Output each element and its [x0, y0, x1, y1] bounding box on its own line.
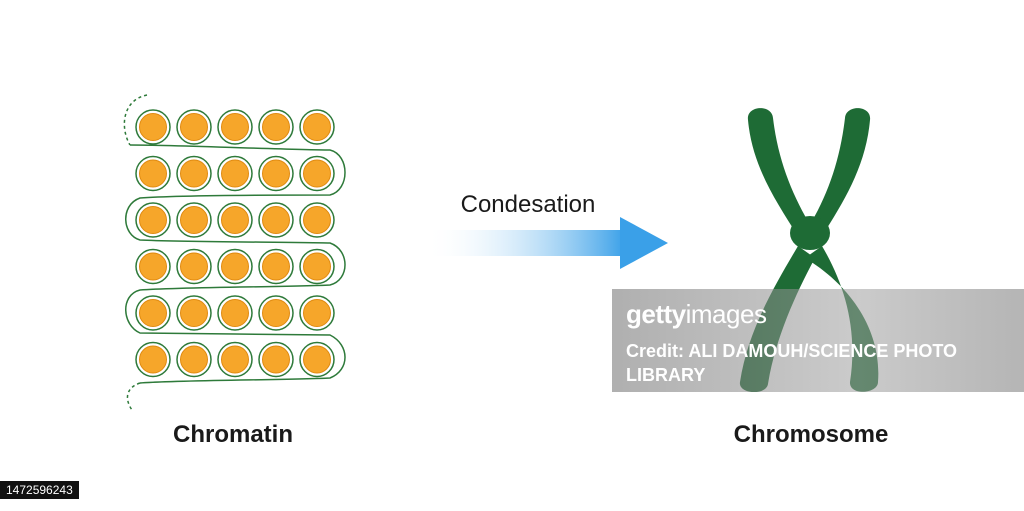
- nucleosome-core: [139, 113, 167, 141]
- nucleosome-core: [221, 159, 249, 188]
- chromosome-upper-left-arm: [747, 108, 812, 236]
- nucleosome-core: [303, 206, 331, 234]
- nucleosome-core: [221, 252, 249, 281]
- logo-thin-text: images: [685, 299, 767, 329]
- nucleosome-core: [139, 299, 167, 327]
- dna-strand: [123, 94, 148, 146]
- dna-strand-tail: [126, 382, 141, 411]
- nucleosome-core: [303, 345, 331, 374]
- nucleosome-core: [303, 252, 331, 281]
- nucleosome-core: [139, 206, 167, 234]
- nucleosome-core: [180, 345, 208, 374]
- condensation-arrow: [425, 217, 668, 269]
- nucleosome-core: [262, 299, 290, 327]
- nucleosome-core: [262, 159, 290, 188]
- nucleosome-core: [139, 345, 167, 374]
- nucleosome-core: [221, 206, 249, 234]
- nucleosome-core: [180, 252, 208, 281]
- dna-strand-loops: [125, 144, 346, 384]
- chromosome-upper-right-arm: [808, 108, 871, 236]
- nucleosome-core: [303, 299, 331, 327]
- chromosome-centromere: [790, 216, 830, 250]
- nucleosome-core: [180, 159, 208, 188]
- nucleosome-core: [221, 299, 249, 327]
- arrow-shaft: [425, 230, 625, 256]
- chromatin-label: Chromatin: [173, 421, 293, 448]
- arrow-label: Condesation: [461, 191, 596, 218]
- nucleosome-core: [139, 159, 167, 188]
- getty-logo: gettyimages: [626, 299, 1010, 329]
- arrow-head: [620, 217, 668, 269]
- nucleosome-core: [139, 252, 167, 281]
- getty-watermark: gettyimages Credit: ALI DAMOUH/SCIENCE P…: [612, 289, 1024, 392]
- nucleosome-core: [262, 206, 290, 234]
- chromatin-figure: [123, 94, 346, 411]
- chromosome-label: Chromosome: [734, 421, 889, 448]
- logo-bold-text: getty: [626, 299, 686, 329]
- nucleosome-core: [262, 345, 290, 374]
- nucleosome-core: [303, 113, 331, 141]
- nucleosome-core: [303, 159, 331, 188]
- nucleosome-core: [180, 299, 208, 327]
- image-id-badge: 1472596243: [0, 481, 79, 499]
- nucleosome-grid: [135, 109, 335, 378]
- nucleosome-core: [262, 113, 290, 141]
- nucleosome-core: [180, 206, 208, 234]
- nucleosome-core: [221, 345, 249, 374]
- photo-credit: Credit: ALI DAMOUH/SCIENCE PHOTO LIBRARY: [626, 341, 958, 385]
- nucleosome-core: [221, 113, 249, 141]
- nucleosome-core: [262, 252, 290, 281]
- nucleosome-core: [180, 113, 208, 141]
